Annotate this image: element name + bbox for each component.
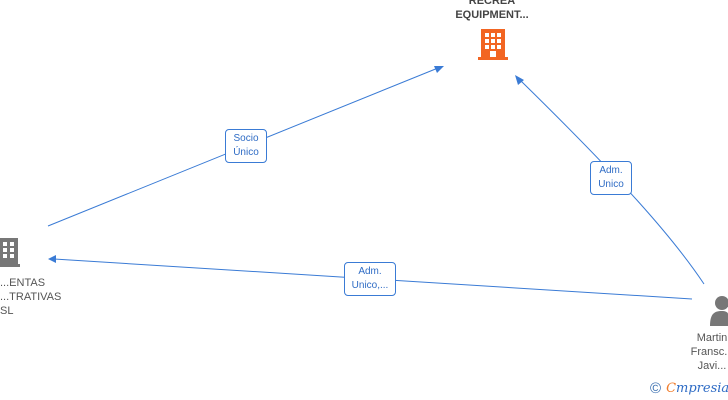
node-label-left[interactable]: ...ENTAS ...TRATIVAS SL [0, 276, 61, 318]
person-icon[interactable] [710, 294, 728, 326]
edge-label-line: Unico [598, 179, 624, 190]
footer-brand: © Cmpresia [650, 378, 728, 398]
node-label-line: Martin [696, 332, 728, 344]
arrow-head [48, 255, 56, 263]
edge-label-adm-unico-2[interactable]: Adm. Unico,... [344, 262, 396, 296]
node-label-line: Javi... [697, 360, 727, 369]
edge-label-adm-unico[interactable]: Adm. Unico [590, 161, 632, 195]
edge-label-line: Adm. [599, 165, 623, 176]
brand-rest: mpresia [676, 380, 728, 396]
building-icon[interactable] [478, 27, 508, 61]
edge-right-to-top [515, 75, 705, 285]
node-label-line: ...TRATIVAS [0, 291, 62, 303]
node-label-line: Fransc... [690, 346, 728, 358]
copyright-icon: © [650, 379, 662, 397]
edge-label-line: Unico,... [351, 280, 389, 291]
edge-label-line: Único [233, 147, 259, 158]
node-label-right[interactable]: Martin Fransc... Javi... [682, 331, 728, 369]
node-label-line: EQUIPMENT... [455, 9, 529, 21]
edge-label-line: Socio [233, 133, 259, 144]
arrow-head [434, 66, 444, 73]
edge-label-line: Adm. [358, 266, 382, 277]
node-label-line: ...ENTAS [0, 277, 46, 289]
node-label-line: RECREA [468, 0, 516, 7]
brand-initial: C [666, 380, 677, 396]
node-label-line: SL [0, 305, 14, 317]
brand-logo[interactable]: Cmpresia [666, 381, 728, 396]
edge-label-socio-unico[interactable]: Socio Único [225, 129, 267, 163]
node-label-top[interactable]: RECREA EQUIPMENT... [440, 0, 544, 22]
building-icon[interactable] [0, 236, 20, 268]
arrow-head [515, 75, 524, 85]
